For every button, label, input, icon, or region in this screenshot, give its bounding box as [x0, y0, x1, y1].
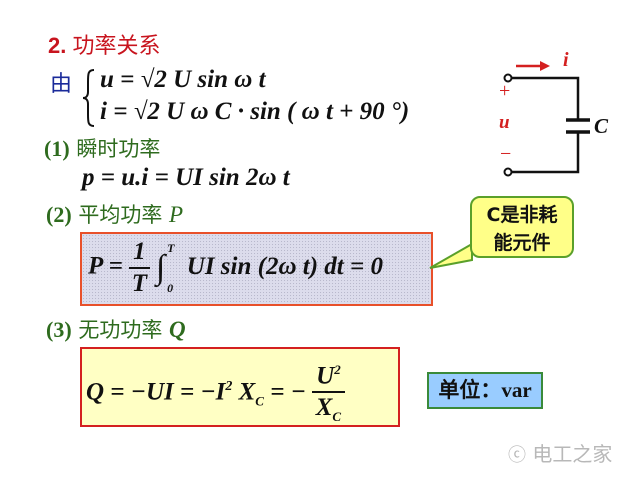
callout-line-1: C是非耗 — [486, 204, 558, 226]
voltage-label: u — [499, 112, 510, 133]
given-label: 由 — [50, 72, 73, 97]
watermark: ⓒ 电工之家 — [508, 442, 613, 466]
callout-note: C是非耗 能元件 — [470, 196, 574, 258]
current-label: i — [563, 49, 569, 71]
callout-line-2: 能元件 — [493, 232, 551, 254]
minus-sign: − — [500, 143, 512, 165]
instantaneous-power-formula: p = u.i = UI sin 2ω t — [82, 164, 290, 191]
voltage-equation: u = √2 U sin ω t — [100, 66, 266, 93]
section-3-heading: (3) 无功功率 Q — [46, 317, 186, 342]
capacitor-label: C — [594, 114, 609, 138]
terminal-top — [503, 73, 513, 83]
section-2-heading: (2) 平均功率 P — [46, 202, 184, 227]
brace — [82, 69, 95, 127]
section-title: 2. 功率关系 — [48, 33, 161, 58]
current-equation: i = √2 U ω C · sin ( ω t + 90 °) — [100, 98, 410, 125]
terminal-bottom — [503, 167, 513, 177]
section-1-heading: (1) 瞬时功率 — [44, 136, 161, 161]
capacitor-circuit-diagram — [503, 61, 590, 177]
wechat-icon: ⓒ — [508, 445, 526, 466]
unit-box: 单位：var — [427, 372, 543, 409]
plus-sign: + — [499, 80, 511, 102]
